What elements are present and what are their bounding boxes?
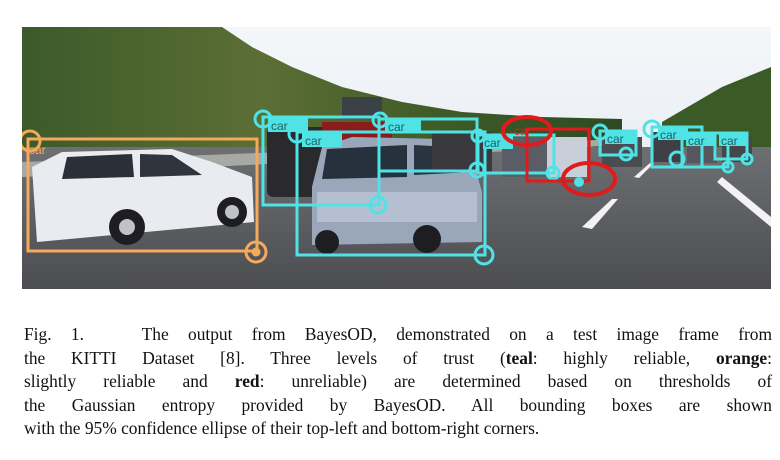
label-red: car bbox=[514, 124, 531, 138]
detection-orange bbox=[22, 129, 268, 264]
lane-marking bbox=[582, 199, 618, 229]
label-teal-2: car bbox=[305, 134, 322, 148]
caption-line-4: the Gaussian entropy provided by BayesOD… bbox=[24, 394, 772, 415]
label-teal-1: car bbox=[271, 119, 288, 133]
caption-red: red bbox=[234, 371, 260, 391]
caption-line-3: slightly reliable and red: unreliable) a… bbox=[24, 370, 772, 394]
road-scene-image: car bbox=[22, 27, 771, 289]
detection-figure: car bbox=[22, 27, 771, 289]
caption-text-1: The output from BayesOD, demonstrated on… bbox=[141, 324, 772, 344]
detection-red bbox=[501, 115, 617, 197]
figure-number: Fig. 1. bbox=[24, 324, 84, 344]
label-teal-4: car bbox=[484, 136, 501, 150]
caption-text-2: the KITTI Dataset [8]. Three levels of t… bbox=[24, 347, 506, 368]
caption-text-2c: : bbox=[767, 347, 772, 368]
lane-marking-right bbox=[717, 177, 771, 227]
figure-caption: Fig. 1. The output from BayesOD, demonst… bbox=[24, 323, 772, 441]
label-teal-3: car bbox=[388, 120, 405, 134]
caption-line-2: the KITTI Dataset [8]. Three levels of t… bbox=[24, 347, 772, 371]
label-orange: car bbox=[29, 143, 46, 157]
red-corner-dot bbox=[574, 177, 584, 187]
caption-text-2b: : highly reliable, bbox=[532, 347, 716, 368]
caption-text-3a: slightly reliable and bbox=[24, 371, 235, 391]
label-teal-6: car bbox=[660, 128, 677, 142]
label-teal-8: car bbox=[721, 134, 738, 148]
caption-line-1: Fig. 1. The output from BayesOD, demonst… bbox=[24, 323, 772, 347]
caption-line-5: with the 95% confidence ellipse of their… bbox=[24, 418, 540, 438]
label-teal-7: car bbox=[688, 134, 705, 148]
label-teal-5: car bbox=[607, 132, 624, 146]
caption-text-3b: : unreliable) are determined based on th… bbox=[259, 371, 772, 391]
white-car bbox=[32, 149, 254, 245]
lane-marking-far bbox=[634, 163, 654, 178]
caption-teal: teal bbox=[505, 347, 533, 368]
caption-orange: orange bbox=[715, 347, 768, 368]
